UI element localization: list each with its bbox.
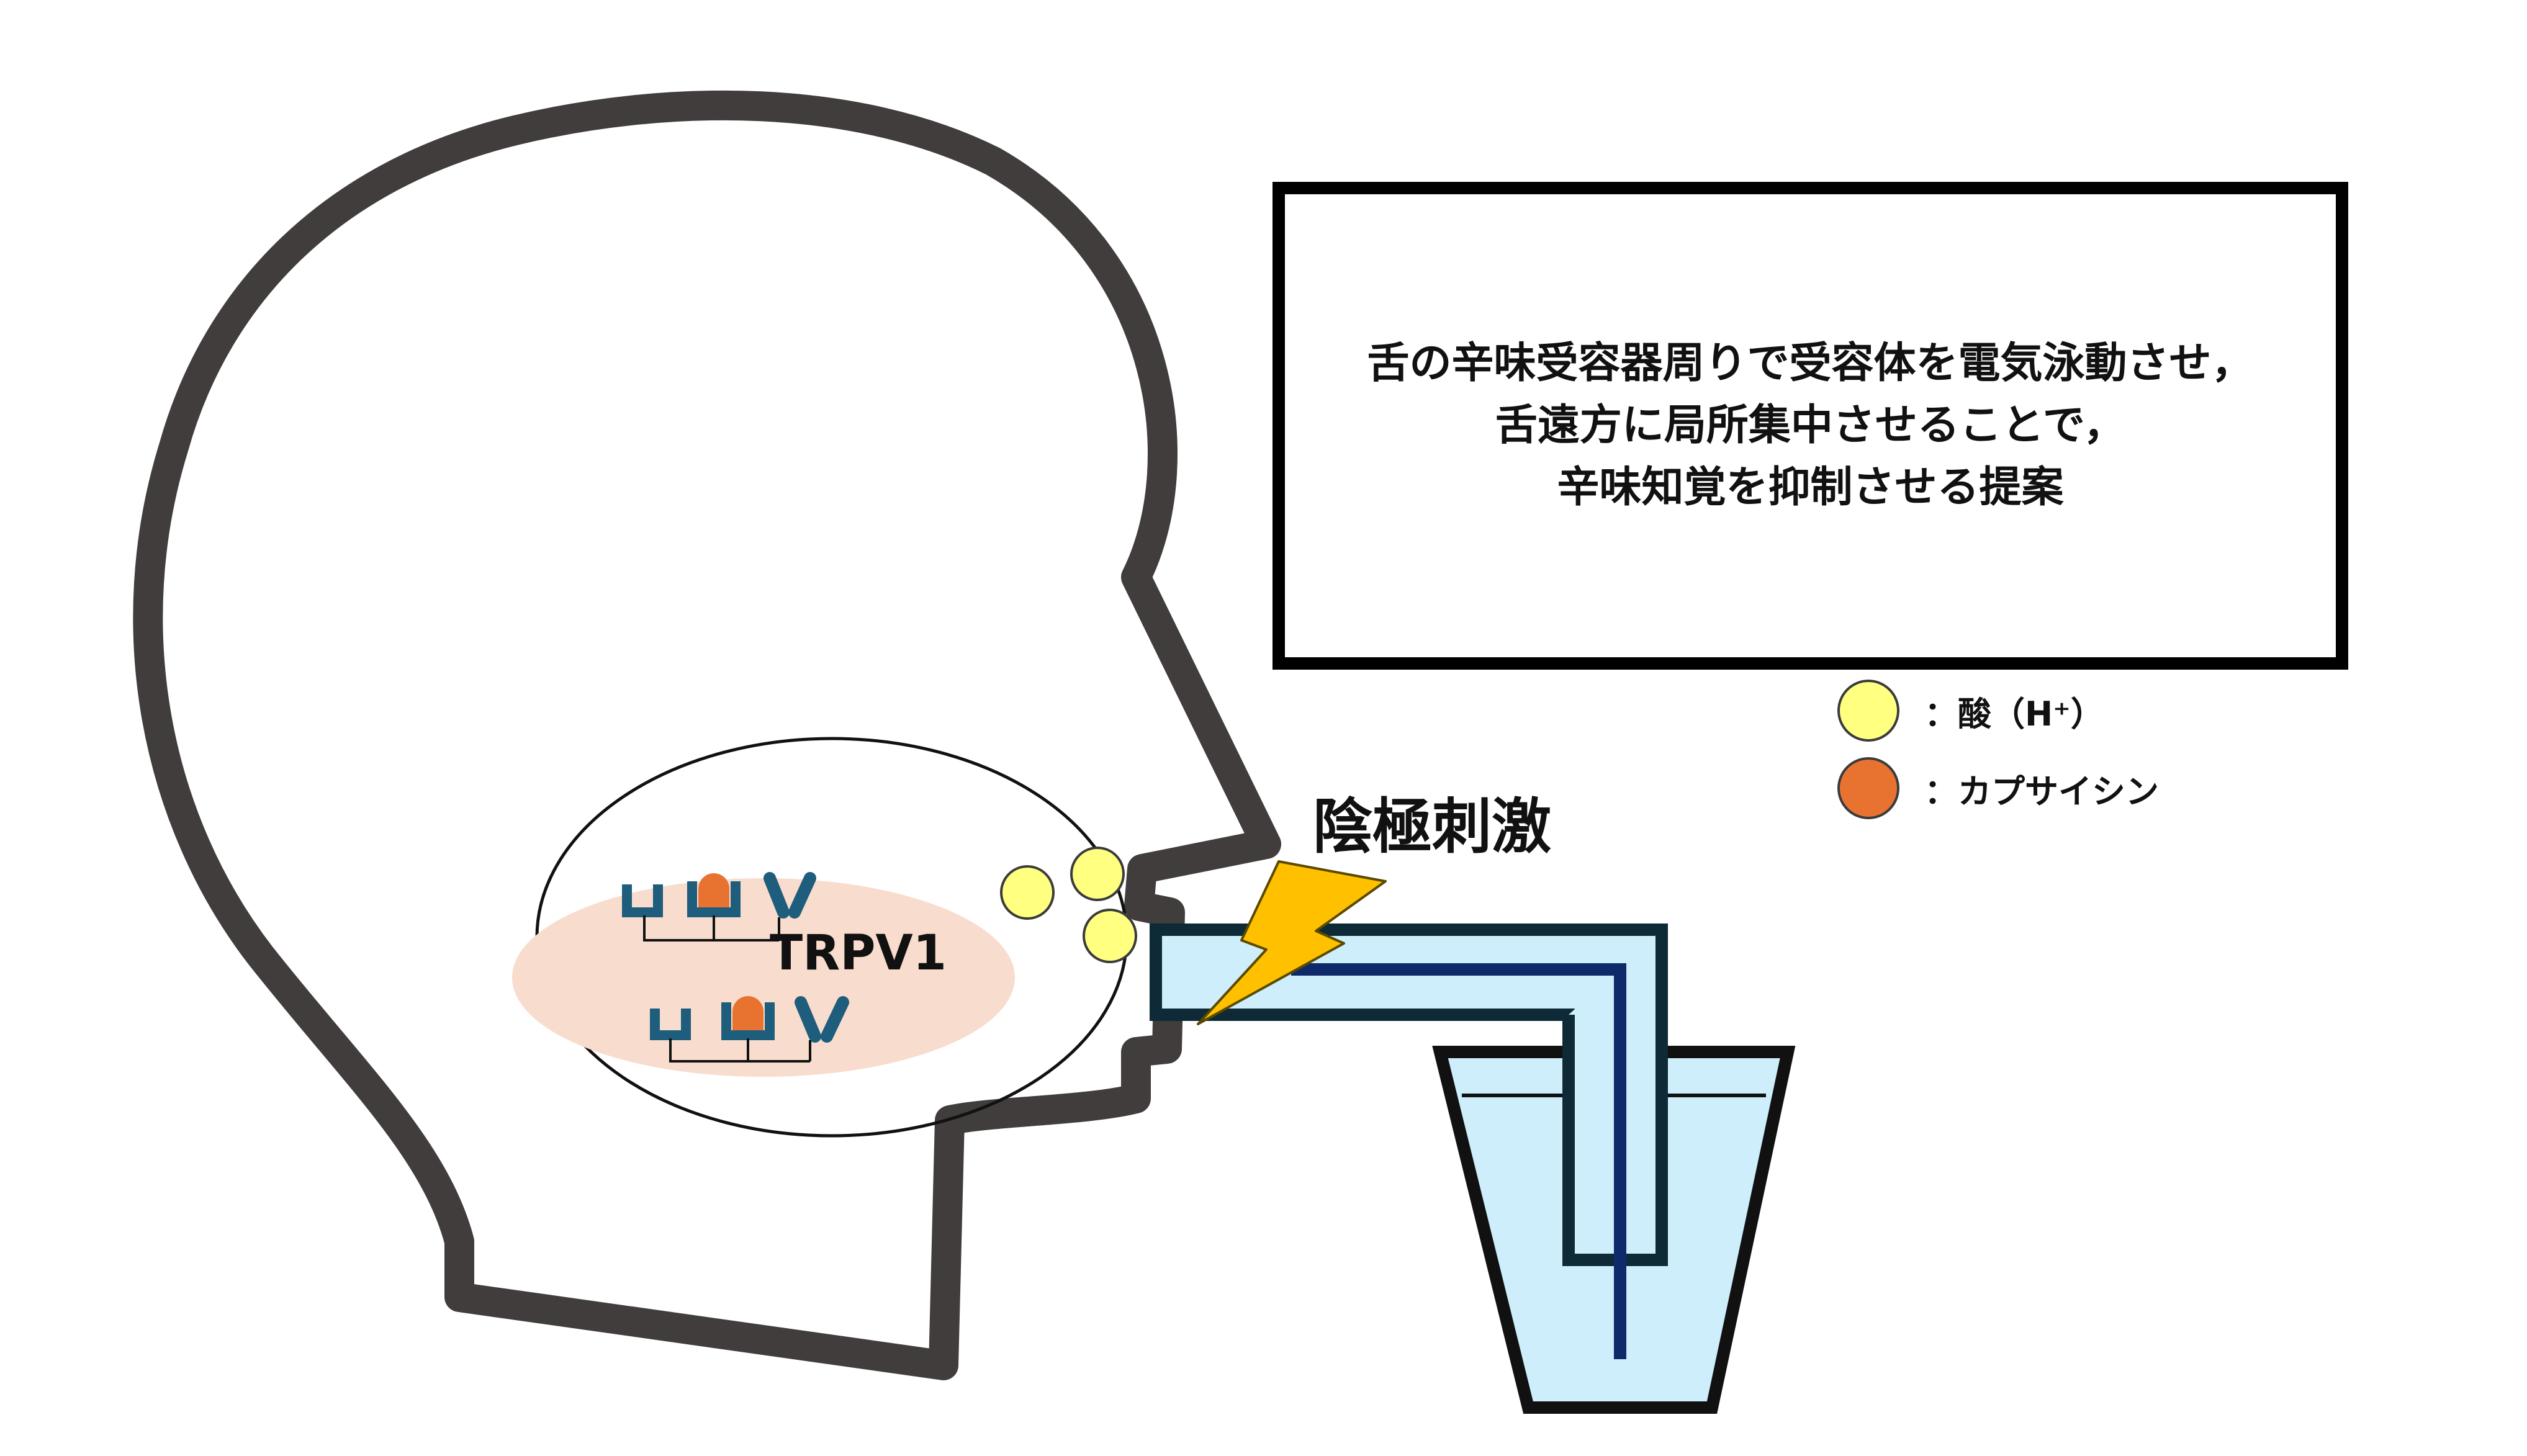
acid-particle	[1083, 909, 1137, 963]
proposal-text: 舌の辛味受容器周りで受容体を電気泳動させ， 舌遠方に局所集中させることで， 辛味…	[1367, 333, 2253, 519]
acid-particle	[1000, 865, 1055, 920]
receptor-cluster-1	[622, 872, 816, 941]
proposal-line-3: 辛味知覚を抑制させる提案	[1557, 463, 2064, 512]
proposal-box: 舌の辛味受容器周りで受容体を電気泳動させ， 舌遠方に局所集中させることで， 辛味…	[1273, 182, 2348, 670]
capsaicin-bound-2	[732, 996, 764, 1030]
trpv1-label: TRPV1	[770, 925, 947, 981]
receptor-cluster-2	[650, 996, 849, 1063]
capsaicin-legend-swatch	[1837, 757, 1899, 819]
proposal-line-2: 舌遠方に局所集中させることで，	[1495, 401, 2126, 450]
capsaicin-bound-1	[698, 873, 729, 907]
electrode-wire	[1291, 963, 1626, 1359]
legend-capsaicin: ：カプサイシン	[1837, 757, 2159, 819]
cathode-stimulus-label: 陰極刺激	[1313, 792, 1551, 861]
capsaicin-legend-label: ：カプサイシン	[1924, 771, 2159, 811]
tongue-highlight	[512, 878, 1015, 1077]
head-outline	[133, 90, 1281, 1380]
proposal-line-1: 舌の辛味受容器周りで受容体を電気泳動させ，	[1367, 339, 2254, 388]
acid-legend-label: ：酸（H⁺）	[1924, 694, 2104, 734]
lightning-bolt-icon	[1197, 860, 1387, 1025]
legend-acid: ：酸（H⁺）	[1837, 680, 2104, 742]
acid-particle	[1070, 847, 1125, 901]
acid-legend-swatch	[1837, 680, 1899, 742]
